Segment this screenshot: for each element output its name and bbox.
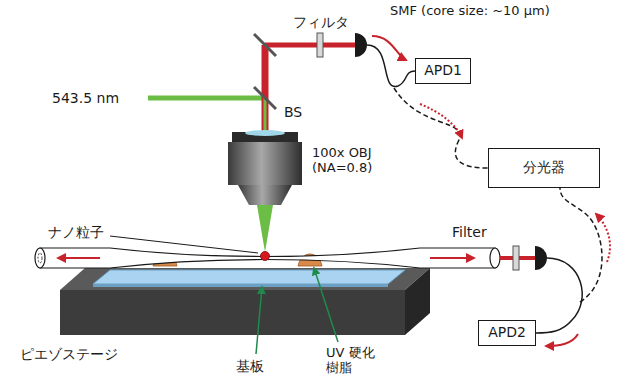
leader-arrow [314, 268, 338, 342]
component-label: UV 硬化 樹脂 [326, 346, 378, 376]
substrate [93, 270, 405, 284]
objective-body [228, 142, 302, 185]
stage-label: ピエゾステージ [20, 346, 118, 362]
signal-direction-arrow [372, 36, 406, 60]
mirror [254, 34, 276, 56]
coupling-lens [355, 33, 367, 57]
signal-direction-arrow [430, 257, 474, 259]
fiber-core [38, 253, 42, 263]
leader-line [110, 236, 258, 253]
component-label: Filter [452, 224, 487, 240]
signal-direction-arrow [596, 214, 610, 262]
optical-fiber [536, 258, 582, 333]
fiber-end [35, 248, 45, 268]
spectrometer-box: 分光器 [488, 148, 600, 188]
filter [317, 33, 323, 57]
detector-box: APD2 [478, 320, 536, 346]
piezo-stage-front [60, 290, 405, 335]
signal-direction-arrow [420, 104, 462, 138]
signal-direction-arrow [546, 334, 578, 346]
component-label: BS [284, 104, 302, 120]
component-label: 基板 [236, 358, 264, 374]
piezo-stage-top [60, 268, 430, 290]
focused-laser [257, 205, 273, 252]
beam-splitter [254, 87, 276, 109]
red-signal-beam [265, 43, 355, 48]
green-laser-beam [264, 98, 267, 134]
signal-direction-arrow [58, 257, 100, 259]
piezo-stage-side [405, 268, 430, 335]
fiber-label: SMF (core size: ~10 μm) [390, 4, 550, 19]
red-signal-beam [262, 45, 269, 134]
wavelength-label: 543.5 nm [52, 90, 119, 106]
filter [513, 246, 519, 270]
component-label: フィルタ [293, 14, 349, 30]
detector-box: APD1 [415, 58, 471, 84]
optical-fiber [367, 45, 415, 87]
fiber-end [490, 248, 500, 268]
component-label: ナノ粒子 [48, 224, 104, 240]
box-label: 分光器 [523, 160, 565, 175]
coupling-lens [535, 246, 547, 270]
leader-arrow [256, 287, 262, 354]
nanoparticle [261, 252, 270, 261]
objective-label: 100x OBJ (NA=0.8) [312, 146, 396, 176]
tapered-fiber [40, 248, 495, 268]
optional-fiber [394, 88, 488, 168]
box-label: APD2 [488, 325, 526, 340]
substrate-edge [93, 284, 388, 287]
optional-fiber [560, 188, 602, 302]
objective-aperture [245, 130, 285, 136]
green-laser-beam [148, 96, 265, 101]
box-label: APD1 [424, 63, 462, 78]
objective-tip [238, 185, 292, 205]
